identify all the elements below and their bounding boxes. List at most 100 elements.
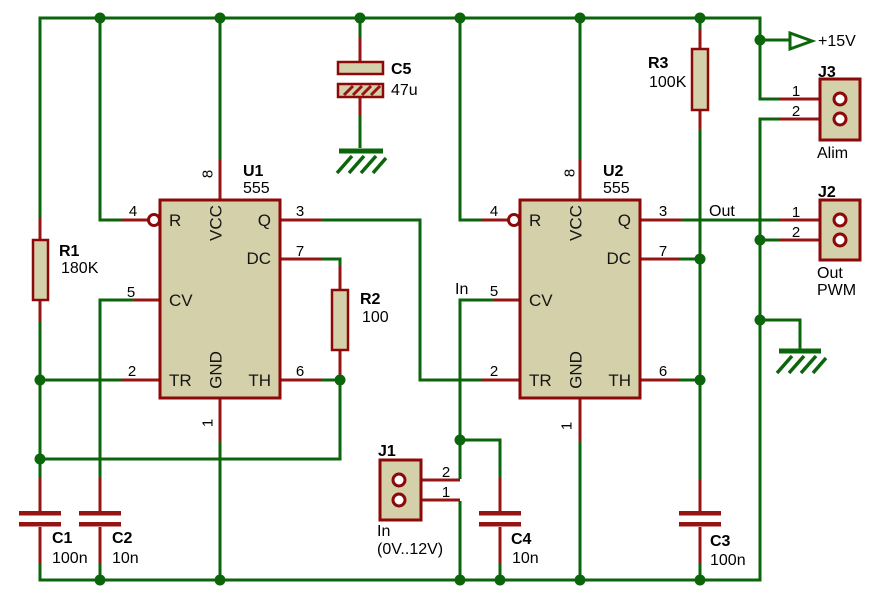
u2-pin8-number: 8	[562, 169, 579, 177]
c3-plate-top	[679, 511, 721, 516]
vcc-power-terminal: +15V	[788, 30, 856, 52]
junction-dot	[494, 574, 506, 586]
u2-pin-name-th: TH	[608, 371, 631, 390]
j2-connector: J2 1 2 Out PWM	[792, 184, 862, 299]
r3-value-label: 100K	[649, 74, 687, 91]
j1-caption-line1: In	[377, 523, 390, 540]
u2-pin-name-vcc: VCC	[567, 205, 586, 241]
j3-pin1-number: 1	[792, 83, 800, 100]
u2-pin-name-dc: DC	[606, 249, 631, 268]
u2-timer-555: U2 555 R Q DC CV TR TH VCC GND 4 5 2 3 7…	[490, 163, 667, 430]
j3-ref-label: J3	[818, 64, 836, 81]
u1-pin-name-r: R	[169, 211, 181, 230]
j2-caption-line2: PWM	[817, 282, 856, 299]
u2-pin5-number: 5	[490, 283, 498, 300]
c3-ref-label: C3	[710, 533, 731, 550]
u1-pin8-number: 8	[200, 170, 217, 178]
c5-value-label: 47u	[391, 82, 418, 99]
wire-u1-cv	[98, 298, 134, 478]
junction-dot	[354, 12, 366, 24]
u2-pin-name-cv: CV	[529, 291, 553, 310]
in-net-label: In	[455, 281, 468, 298]
u1-pin7-number: 7	[296, 243, 304, 260]
wires-green	[38, 16, 802, 582]
junction-dot	[754, 314, 766, 326]
junction-dot	[754, 234, 766, 246]
c1-capacitor: C1 100n	[19, 511, 88, 567]
u2-pin-name-r: R	[529, 211, 541, 230]
j2-pin1-hole	[832, 212, 848, 228]
c4-plate-bottom	[479, 522, 521, 527]
wire-right-gnd-rail	[38, 117, 779, 582]
c4-plate-top	[479, 511, 521, 516]
j2-ref-label: J2	[818, 184, 836, 201]
u1-timer-555: U1 555 R Q DC CV TR TH VCC GND 4 5 2 3 7…	[127, 163, 304, 427]
ground-hatch	[775, 354, 828, 375]
junction-dot	[454, 12, 466, 24]
wire-u2-reset	[458, 18, 481, 222]
junction-dot	[574, 12, 586, 24]
u1-body	[158, 198, 282, 400]
j1-pin2-hole	[391, 472, 407, 488]
junction-dot	[34, 453, 46, 465]
r2-ref-label: R2	[360, 291, 381, 308]
junction-dot	[94, 574, 106, 586]
junction-dot	[214, 12, 226, 24]
u1-pin-name-th: TH	[248, 371, 271, 390]
power-arrow-icon	[788, 30, 817, 52]
c5-plate-hatch	[342, 84, 382, 97]
u2-pin1-number: 1	[559, 422, 576, 430]
u2-ref-label: U2	[603, 163, 624, 180]
j2-pin2-number: 2	[792, 224, 800, 241]
r3-resistor: R3 100K	[648, 47, 710, 112]
c3-capacitor: C3 100n	[679, 511, 746, 569]
u2-pin-name-tr: TR	[529, 371, 552, 390]
r1-resistor: R1 180K	[31, 238, 99, 302]
r2-body	[330, 288, 350, 352]
wire-u1-dc	[322, 257, 342, 266]
c3-plate-bottom	[679, 522, 721, 527]
j1-pin1-hole	[391, 492, 407, 508]
c1-value-label: 100n	[52, 550, 88, 567]
u1-pin5-number: 5	[127, 284, 135, 301]
u1-pin-name-vcc: VCC	[207, 205, 226, 241]
u1-pin6-number: 6	[296, 363, 304, 380]
c5-plate-top	[336, 60, 385, 76]
r1-ref-label: R1	[59, 243, 80, 260]
wire-u1q-to-u2tr	[321, 218, 481, 382]
ground-symbol-right	[775, 348, 828, 375]
junction-dots	[34, 12, 766, 586]
c4-capacitor: C4 10n	[479, 511, 539, 567]
c5-capacitor-polarized: C5 47u	[336, 60, 418, 99]
r3-ref-label: R3	[648, 55, 669, 72]
j1-body	[378, 458, 423, 522]
wire-r2-node	[40, 380, 342, 461]
junction-dot	[454, 574, 466, 586]
junction-dot	[694, 253, 706, 265]
wires-red	[38, 30, 820, 563]
vcc-net-label: +15V	[818, 33, 856, 50]
j1-pin2-number: 2	[442, 464, 450, 481]
c4-ref-label: C4	[511, 531, 532, 548]
u1-pin-name-gnd: GND	[207, 351, 226, 389]
u1-ref-label: U1	[243, 163, 264, 180]
c1-plate-top	[19, 511, 61, 516]
ground-symbol-c5	[335, 148, 388, 175]
junction-dot	[454, 434, 466, 446]
r2-resistor: R2 100	[330, 288, 389, 352]
j2-pin1-number: 1	[792, 204, 800, 221]
u1-pin-name-dc: DC	[246, 249, 271, 268]
ground-hatch	[335, 154, 388, 175]
wire-in-net	[458, 298, 494, 479]
u2-pin6-number: 6	[659, 363, 667, 380]
j1-connector: J1 2 1 In (0V..12V)	[377, 443, 450, 558]
j3-connector: J3 1 2 Alim	[792, 64, 862, 162]
c3-value-label: 100n	[710, 552, 746, 569]
j3-caption: Alim	[817, 145, 848, 162]
c2-ref-label: C2	[112, 530, 133, 547]
out-net-label: Out	[709, 203, 735, 220]
c1-plate-bottom	[19, 522, 61, 527]
j3-body	[818, 77, 862, 142]
junction-dot	[214, 574, 226, 586]
u2-reset-bubble-icon	[507, 213, 521, 227]
